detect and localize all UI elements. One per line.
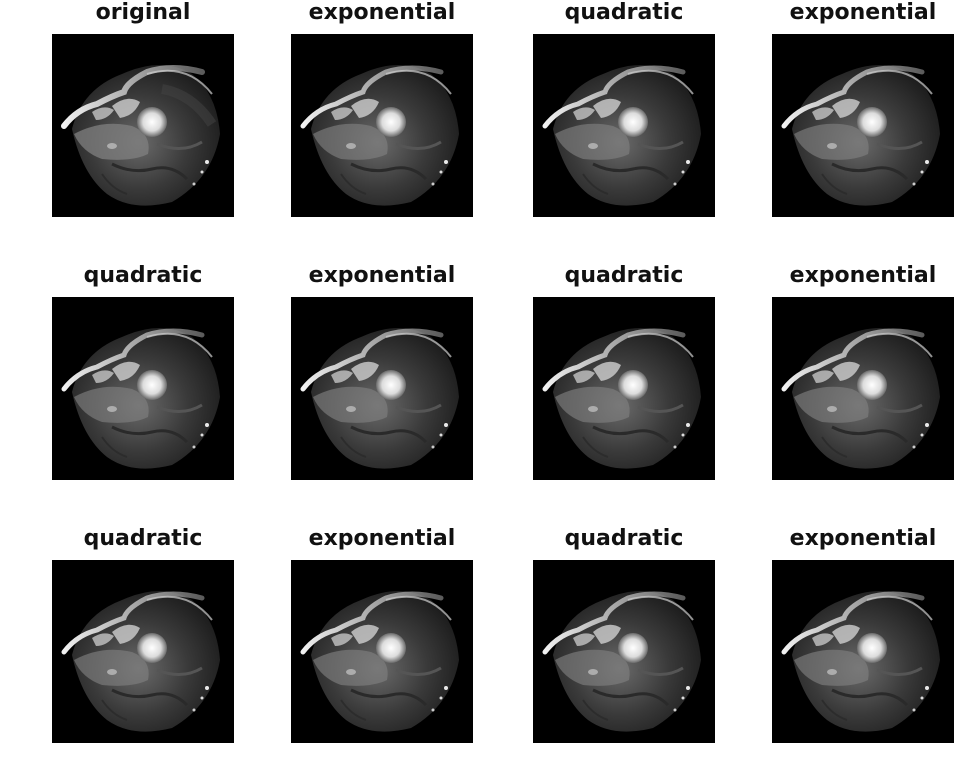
- image-panel: exponential: [291, 263, 473, 480]
- panel-image: [291, 560, 473, 743]
- panel-image: [772, 34, 954, 217]
- panel-title: exponential: [308, 526, 456, 551]
- panel-title: exponential: [789, 526, 937, 551]
- mri-slice-image: [52, 560, 234, 743]
- mri-slice-image: [291, 560, 473, 743]
- mri-slice-image: [291, 34, 473, 217]
- panel-image: [52, 297, 234, 480]
- mri-slice-image: [533, 297, 715, 480]
- image-panel: quadratic: [533, 0, 715, 217]
- image-panel: original: [52, 0, 234, 217]
- panel-title: original: [95, 0, 191, 25]
- mri-slice-image: [52, 34, 234, 217]
- mri-slice-image: [52, 297, 234, 480]
- panel-image: [291, 297, 473, 480]
- panel-title: exponential: [789, 0, 937, 25]
- mri-slice-image: [772, 34, 954, 217]
- image-panel: exponential: [772, 0, 954, 217]
- panel-image: [533, 297, 715, 480]
- image-panel: exponential: [291, 526, 473, 743]
- image-panel: exponential: [291, 0, 473, 217]
- panel-image: [291, 34, 473, 217]
- image-panel: quadratic: [52, 263, 234, 480]
- image-panel: quadratic: [533, 263, 715, 480]
- panel-title: quadratic: [83, 526, 203, 551]
- image-panel: exponential: [772, 526, 954, 743]
- image-panel: quadratic: [52, 526, 234, 743]
- mri-slice-image: [291, 297, 473, 480]
- mri-slice-image: [533, 560, 715, 743]
- panel-image: [533, 34, 715, 217]
- panel-image: [533, 560, 715, 743]
- panel-image: [772, 297, 954, 480]
- panel-title: quadratic: [564, 263, 684, 288]
- panel-image: [52, 560, 234, 743]
- panel-title: exponential: [789, 263, 937, 288]
- panel-title: quadratic: [83, 263, 203, 288]
- mri-slice-image: [772, 560, 954, 743]
- mri-slice-image: [533, 34, 715, 217]
- image-panel: quadratic: [533, 526, 715, 743]
- panel-title: quadratic: [564, 0, 684, 25]
- panel-image: [52, 34, 234, 217]
- panel-title: quadratic: [564, 526, 684, 551]
- panel-title: exponential: [308, 263, 456, 288]
- panel-title: exponential: [308, 0, 456, 25]
- mri-slice-image: [772, 297, 954, 480]
- panel-image: [772, 560, 954, 743]
- image-panel: exponential: [772, 263, 954, 480]
